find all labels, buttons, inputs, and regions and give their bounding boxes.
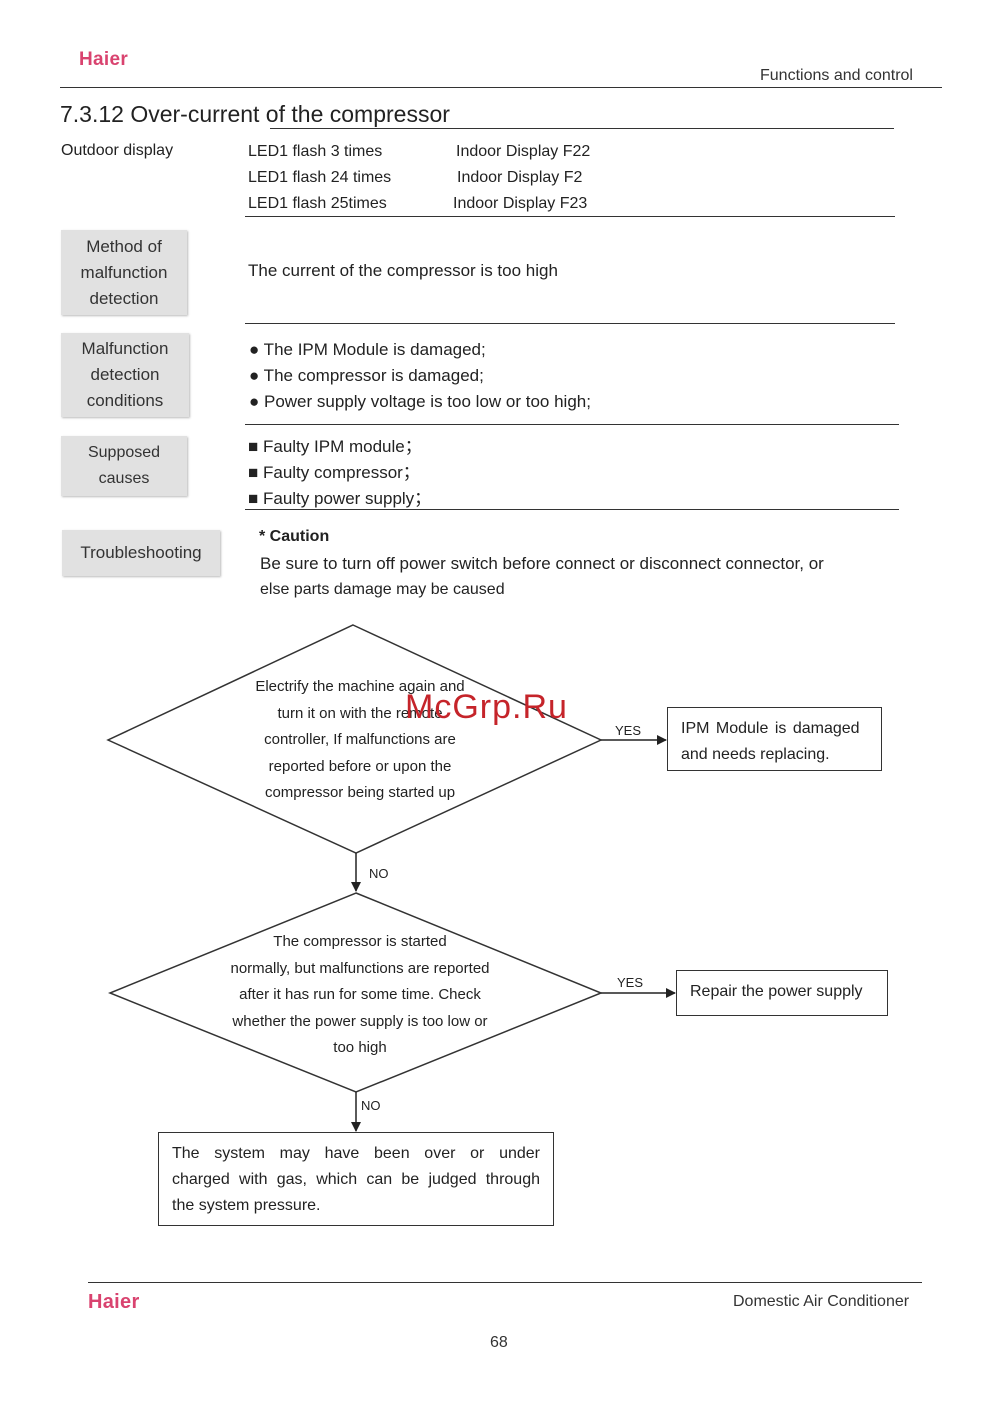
causes-label-box: Supposed causes <box>61 436 187 496</box>
no-1-label: NO <box>369 866 389 881</box>
method-label-box: Method of malfunction detection <box>61 230 187 315</box>
decision-1-line: controller, If malfunctions are <box>264 731 456 748</box>
decision-1-line: Electrify the machine again and <box>255 678 465 695</box>
decision-2-line: whether the power supply is too low or <box>232 1012 488 1030</box>
conditions-label-line: Malfunction <box>81 339 169 358</box>
conditions-label-box: Malfunction detection conditions <box>61 333 189 417</box>
footer-product: Domestic Air Conditioner <box>733 1293 910 1310</box>
causes-label-line: Supposed <box>87 444 161 461</box>
decision-1-line: reported before or upon the <box>268 757 452 775</box>
decision-2-line: too high <box>333 1039 387 1056</box>
decision-2-line: The compressor is started <box>273 933 447 950</box>
troubleshooting-label: Troubleshooting <box>80 543 202 562</box>
method-label-line: detection <box>89 288 159 308</box>
conditions-label-line: detection <box>90 365 160 384</box>
final-line: the system pressure. <box>172 1197 321 1214</box>
final-box: The system may have been over or under c… <box>158 1132 554 1226</box>
causes-rule <box>245 509 899 510</box>
final-line: The system may have been over or under <box>172 1145 540 1162</box>
title-rule <box>270 128 894 129</box>
footer-logo: Haier <box>88 1291 140 1313</box>
result-1-line: and needs replacing. <box>681 746 830 763</box>
method-label-line: malfunction <box>80 262 168 282</box>
header-section: Functions and control <box>760 67 913 84</box>
outdoor-display-label: Outdoor display <box>61 142 174 159</box>
caution-title: * Caution <box>259 528 330 545</box>
yes-2-label: YES <box>617 975 644 990</box>
no-2-label: NO <box>361 1098 381 1113</box>
causes-label-line: causes <box>98 470 150 487</box>
outdoor-rule <box>245 216 895 217</box>
led-row-3: LED1 flash 25times <box>248 195 387 212</box>
condition-item: ● Power supply voltage is too low or too… <box>249 392 591 411</box>
result-2-text: Repair the power supply <box>690 983 863 1000</box>
led-row-2: LED1 flash 24 times <box>248 169 392 186</box>
cause-item: ■ Faulty IPM module； <box>248 437 422 456</box>
method-label-line: Method of <box>86 236 162 256</box>
decision-1-text: Electrify the machine again and turn it … <box>210 674 510 807</box>
indoor-row-2: Indoor Display F2 <box>457 169 583 186</box>
cause-item: ■ Faulty power supply； <box>248 489 432 508</box>
result-1-line: IPM Module is damaged <box>681 720 860 737</box>
cause-item: ■ Faulty compressor； <box>248 463 420 482</box>
page-title: 7.3.12 Over-current of the compressor <box>60 101 450 127</box>
decision-2-line: normally, but malfunctions are reported <box>230 959 490 977</box>
caution-line-2: else parts damage may be caused <box>260 581 505 598</box>
result-2-box: Repair the power supply <box>676 970 888 1016</box>
decision-2-line: after it has run for some time. Check <box>239 986 481 1003</box>
decision-1-line: turn it on with the remote <box>277 704 443 722</box>
led-row-1: LED1 flash 3 times <box>248 143 383 160</box>
indoor-row-1: Indoor Display F22 <box>456 143 591 160</box>
caution-line-1: Be sure to turn off power switch before … <box>260 554 824 573</box>
yes-1-label: YES <box>615 723 642 738</box>
conditions-rule <box>245 424 899 425</box>
indoor-row-3: Indoor Display F23 <box>453 195 588 212</box>
header-logo: Haier <box>79 49 129 70</box>
condition-item: ● The IPM Module is damaged; <box>249 340 486 359</box>
watermark: McGrp.Ru <box>405 688 568 726</box>
condition-item: ● The compressor is damaged; <box>249 366 484 385</box>
method-rule <box>245 323 895 324</box>
conditions-label-line: conditions <box>86 391 164 410</box>
result-1-box: IPM Module is damaged and needs replacin… <box>667 707 882 771</box>
final-line: charged with gas, which can be judged th… <box>172 1171 540 1188</box>
footer-rule <box>88 1282 922 1283</box>
method-text: The current of the compressor is too hig… <box>248 261 558 280</box>
decision-2-text: The compressor is started normally, but … <box>180 929 540 1062</box>
header-rule <box>60 87 942 88</box>
page-number: 68 <box>490 1334 508 1351</box>
troubleshooting-label-box: Troubleshooting <box>62 530 220 576</box>
decision-1-line: compressor being started up <box>264 784 456 801</box>
